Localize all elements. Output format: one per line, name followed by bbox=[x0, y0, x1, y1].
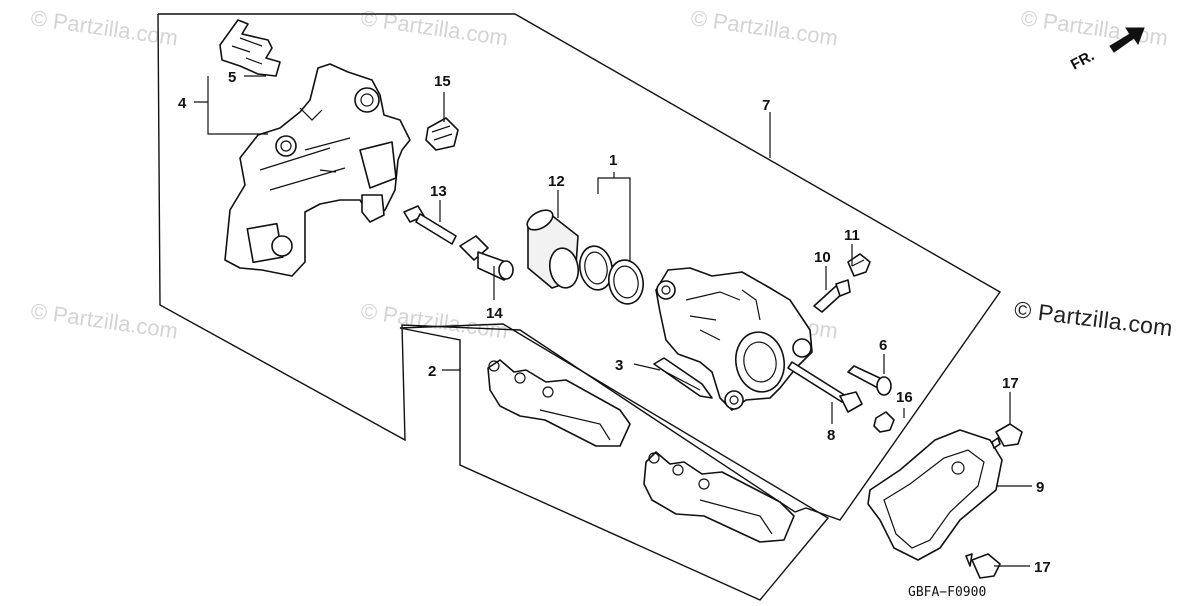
caliper-bracket bbox=[224, 63, 411, 277]
callout-16: 16 bbox=[896, 389, 913, 406]
callout-8: 8 bbox=[827, 427, 835, 444]
piston-seals bbox=[578, 245, 644, 305]
pad-retainer bbox=[653, 357, 713, 399]
guard-bolt-upper bbox=[991, 423, 1023, 449]
callout-2: 2 bbox=[428, 363, 436, 380]
callout-12: 12 bbox=[548, 173, 565, 190]
bleeder-cap bbox=[425, 117, 459, 151]
fr-label: FR. bbox=[1068, 47, 1097, 73]
callout-14: 14 bbox=[486, 305, 503, 322]
diagram-code: GBFA−F0900 bbox=[908, 585, 986, 600]
watermark: © Partzilla.com bbox=[29, 5, 179, 50]
callout-17: 17 bbox=[1002, 375, 1019, 392]
callout-15: 15 bbox=[434, 73, 451, 90]
callout-6: 6 bbox=[879, 337, 887, 354]
watermark: © Partzilla.com bbox=[1019, 5, 1169, 50]
piston bbox=[526, 209, 580, 289]
caliper-guard bbox=[867, 429, 1003, 561]
guard-bolt-lower bbox=[965, 553, 1001, 579]
pad-spring-clip bbox=[219, 19, 281, 77]
callout-5: 5 bbox=[228, 69, 236, 86]
watermark: © Partzilla.com bbox=[689, 5, 839, 50]
callout-3: 3 bbox=[615, 357, 623, 374]
callout-9: 9 bbox=[1036, 479, 1044, 496]
leader-lines bbox=[194, 75, 1032, 567]
assembly-outline bbox=[157, 13, 1002, 521]
brake-pad-front bbox=[487, 359, 631, 447]
watermarks: © Partzilla.com © Partzilla.com © Partzi… bbox=[29, 5, 1169, 343]
caliper-nut bbox=[873, 411, 895, 433]
bleeder-cover bbox=[847, 253, 871, 277]
bleeder-screw bbox=[813, 279, 851, 313]
callout-11: 11 bbox=[844, 227, 860, 244]
pad-set-outline bbox=[399, 323, 830, 601]
callout-13: 13 bbox=[430, 183, 447, 200]
callout-10: 10 bbox=[814, 249, 831, 266]
callout-7: 7 bbox=[762, 97, 770, 114]
watermark: © Partzilla.com bbox=[359, 5, 509, 50]
callout-4: 4 bbox=[178, 95, 187, 112]
caliper-bolt bbox=[847, 365, 892, 396]
callout-17: 17 bbox=[1034, 559, 1051, 576]
callout-1: 1 bbox=[609, 152, 617, 169]
pin-bolt bbox=[403, 205, 457, 245]
pin-bolt-b bbox=[459, 235, 514, 281]
caliper-body bbox=[655, 267, 813, 411]
brake-pad-rear bbox=[643, 451, 795, 543]
pad-pin bbox=[787, 361, 863, 413]
watermark: © Partzilla.com bbox=[29, 298, 179, 343]
